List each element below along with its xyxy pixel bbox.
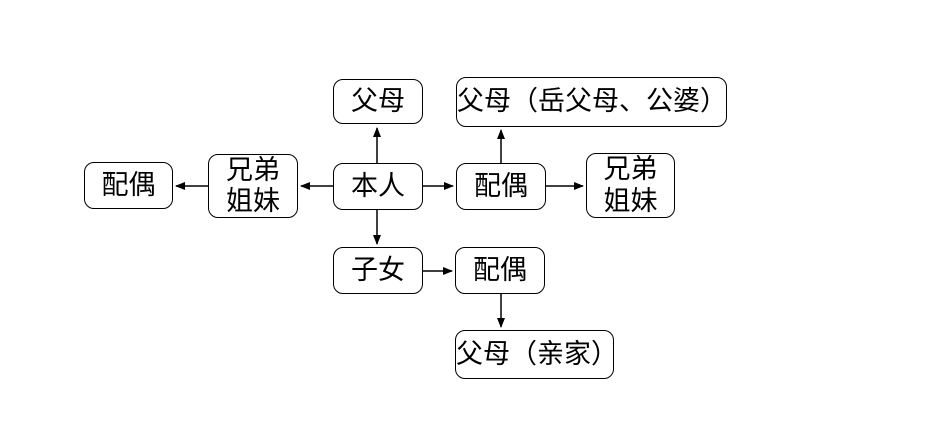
node-sibling-spouse: 配偶 [84,162,173,209]
node-spouse-siblings: 兄弟 姐妹 [586,153,675,218]
node-child-spouse: 配偶 [455,247,545,294]
node-spouse: 配偶 [456,163,546,210]
node-children: 子女 [333,247,423,294]
node-self: 本人 [333,163,423,210]
node-child-in-laws: 父母（亲家） [455,330,618,379]
node-parents: 父母 [333,79,423,124]
node-parents-in-law: 父母（岳父母、公婆） [456,77,727,127]
node-siblings: 兄弟 姐妹 [208,154,298,218]
